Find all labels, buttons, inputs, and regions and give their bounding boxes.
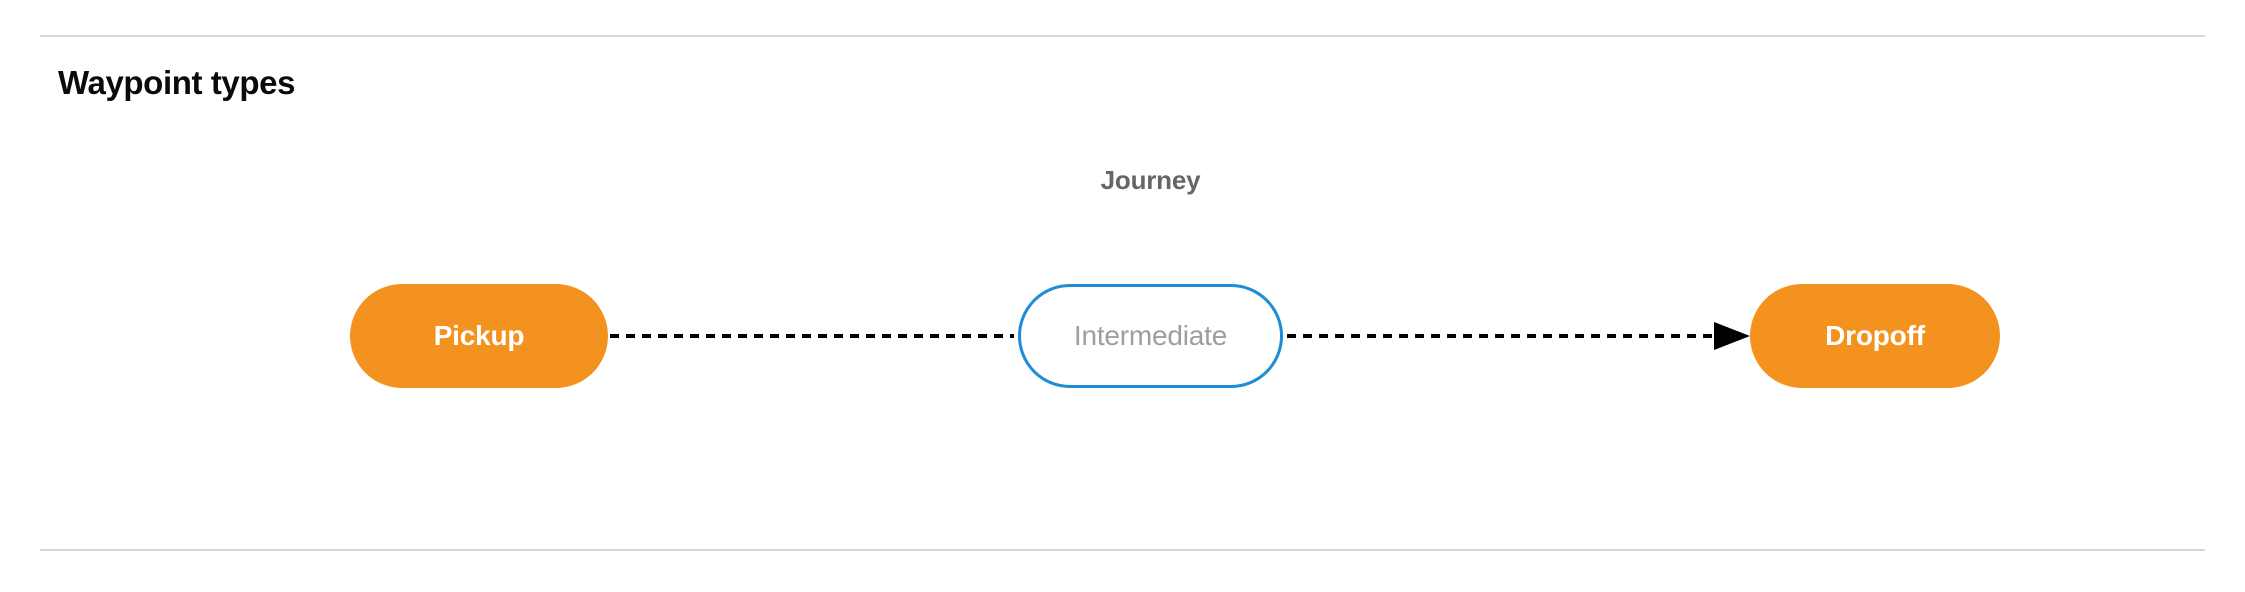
journey-group-label: Journey <box>1100 165 1201 195</box>
waypoint-node-dropoff[interactable]: Dropoff <box>1750 284 2000 388</box>
waypoint-node-pickup-label: Pickup <box>433 320 525 351</box>
waypoint-node-pickup[interactable]: Pickup <box>350 284 608 388</box>
panel-bottom-divider <box>40 549 2205 551</box>
waypoint-node-dropoff-label: Dropoff <box>1825 320 1925 351</box>
page-title: Waypoint types <box>58 64 296 101</box>
waypoint-node-intermediate-label: Intermediate <box>1073 320 1228 351</box>
waypoint-journey-diagram: Journey Pickup Intermediate Dropoff <box>0 140 2245 440</box>
panel-top-divider <box>40 35 2205 37</box>
waypoint-node-intermediate[interactable]: Intermediate <box>1018 284 1283 388</box>
